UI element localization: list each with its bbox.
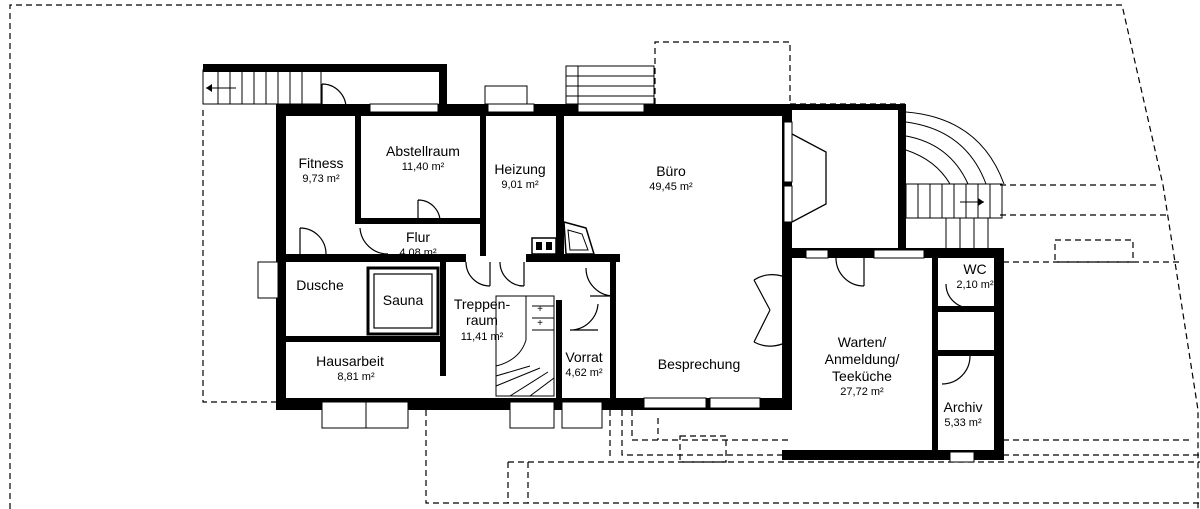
room-name-archiv: Archiv — [944, 399, 983, 415]
room-area-warten: 27,72 m² — [840, 386, 884, 398]
room-name-treppenraum-2: raum — [466, 312, 498, 328]
room-labels: Fitness 9,73 m² Abstellraum 11,40 m² Hei… — [296, 143, 994, 429]
room-area-abstellraum: 11,40 m² — [402, 161, 445, 173]
svg-text:+: + — [537, 304, 543, 315]
stairs-top-middle — [565, 65, 655, 105]
room-name-buero: Büro — [656, 163, 686, 179]
stove — [531, 221, 596, 255]
room-name-dusche: Dusche — [296, 277, 344, 293]
room-area-buero: 49,45 m² — [649, 181, 693, 193]
room-area-fitness: 9,73 m² — [302, 173, 340, 185]
stairs-top-left — [202, 69, 322, 105]
room-name-warten-1: Warten/ — [838, 334, 887, 350]
walls — [203, 64, 1004, 460]
room-area-hausarbeit: 8,81 m² — [337, 371, 375, 383]
room-name-wc: WC — [963, 261, 986, 277]
stairs-right — [905, 111, 1005, 250]
room-name-warten-2: Anmeldung/ — [825, 351, 900, 367]
room-name-sauna: Sauna — [383, 292, 424, 308]
room-name-heizung: Heizung — [494, 161, 545, 177]
room-name-hausarbeit: Hausarbeit — [316, 353, 384, 369]
doors — [299, 83, 971, 385]
sauna-box — [366, 266, 440, 336]
room-area-heizung: 9,01 m² — [501, 179, 539, 191]
room-area-flur: 4,08 m² — [399, 247, 437, 259]
svg-text:+: + — [537, 318, 543, 329]
room-name-abstellraum: Abstellraum — [386, 143, 460, 159]
room-name-flur: Flur — [406, 229, 430, 245]
windows — [257, 85, 975, 463]
room-area-treppenraum: 11,41 m² — [461, 331, 504, 343]
room-name-fitness: Fitness — [298, 155, 343, 171]
room-area-vorrat: 4,62 m² — [565, 367, 603, 379]
room-name-vorrat: Vorrat — [565, 349, 602, 365]
room-name-besprechung: Besprechung — [658, 356, 741, 372]
bay-outline — [791, 133, 827, 223]
room-area-wc: 2,10 m² — [956, 279, 994, 291]
site-outline — [9, 4, 1200, 509]
room-name-warten-3: Teeküche — [832, 368, 892, 384]
stairs-treppenraum: + + — [495, 295, 555, 397]
room-area-archiv: 5,33 m² — [944, 417, 982, 429]
room-name-treppenraum-1: Treppen- — [454, 296, 511, 312]
